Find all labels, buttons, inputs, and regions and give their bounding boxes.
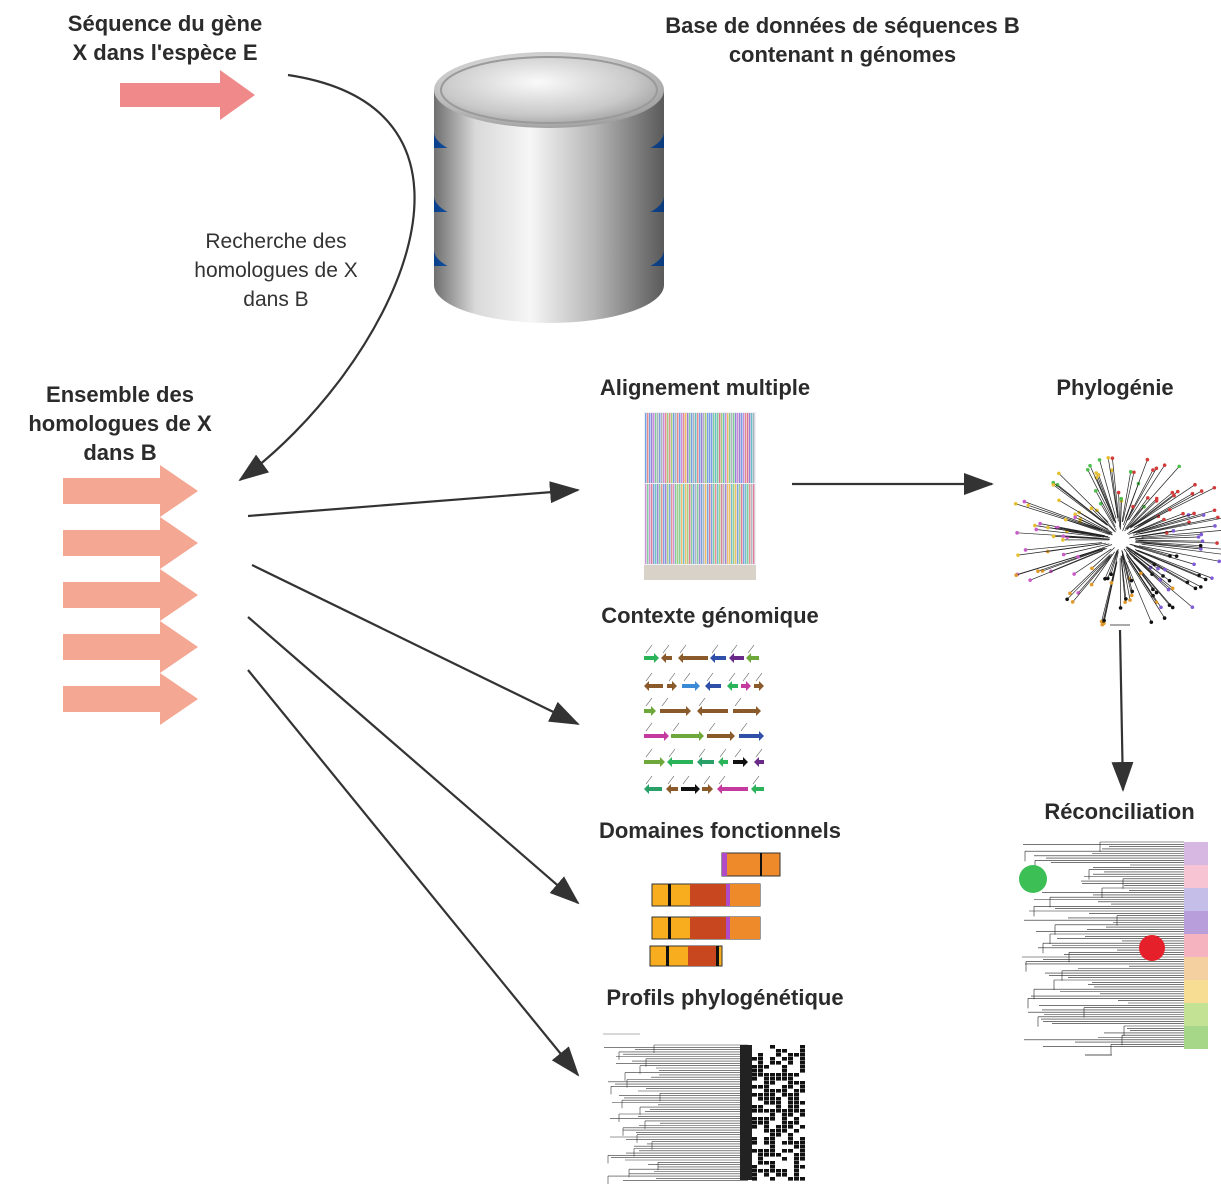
genomic-context-title: Contexte génomique: [601, 603, 819, 628]
homolog-arrow-4: [63, 621, 198, 673]
profiles-image: [600, 1032, 805, 1185]
arrow-to-domains: [247, 616, 580, 905]
homolog-arrow-2: [63, 517, 198, 569]
search-homologs-label: Recherche des homologues de X dans B: [194, 230, 358, 311]
transfer-marker: [1139, 935, 1165, 961]
phylogeny-image: [1013, 455, 1221, 627]
domains-title: Domaines fonctionnels: [598, 818, 842, 843]
database-icon: [434, 52, 664, 323]
homolog-arrows: [63, 465, 198, 725]
homolog-arrow-5: [63, 673, 198, 725]
gene-sequence-arrow: [120, 70, 255, 120]
profiles-title: Profils phylogénétique: [606, 985, 844, 1010]
alignment-title: Alignement multiple: [599, 375, 811, 400]
reconciliation-title: Réconciliation: [1044, 799, 1195, 824]
alignment-image: [644, 412, 756, 580]
homolog-arrow-1: [63, 465, 198, 517]
gene-sequence-label: Séquence du gène X dans l'espèce E: [67, 11, 263, 65]
arrow-to-context: [251, 564, 580, 725]
duplication-marker: [1019, 865, 1047, 893]
arrow-to-alignment: [247, 481, 580, 518]
database-label: Base de données de séquences B contenant…: [665, 13, 1020, 67]
homologs-set-label: Ensemble des homologues de X dans B: [28, 382, 212, 465]
phylogeny-title: Phylogénie: [1056, 375, 1174, 400]
arrow-to-profiles: [247, 669, 580, 1077]
search-arrow: [238, 73, 416, 482]
homolog-arrow-3: [63, 569, 198, 621]
arrow-to-reconciliation: [1111, 629, 1134, 792]
domains-image: [649, 852, 781, 967]
genomic-context-image: [644, 644, 764, 794]
